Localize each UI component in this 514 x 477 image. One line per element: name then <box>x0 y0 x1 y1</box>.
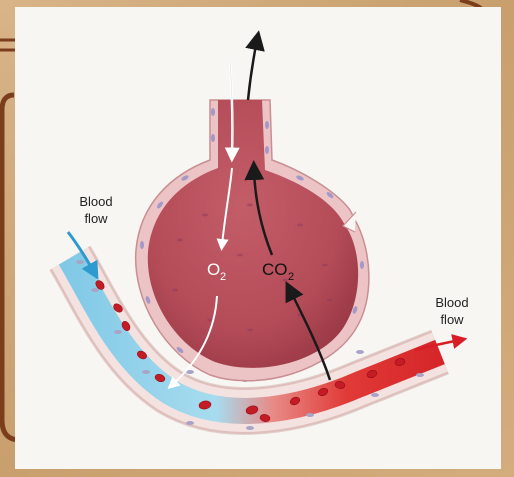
o2-label-subscript: 2 <box>220 271 226 283</box>
blood-flow-out-label-line1: Blood <box>435 295 468 310</box>
blood-flow-out-label-line2: flow <box>440 312 464 327</box>
blood-flow-in-label-line2: flow <box>84 211 108 226</box>
blood-flow-in-label-line1: Blood <box>79 194 112 209</box>
o2-label-main: O <box>207 260 220 279</box>
co2-label-subscript: 2 <box>288 271 294 283</box>
co2-label-main: CO <box>262 260 288 279</box>
